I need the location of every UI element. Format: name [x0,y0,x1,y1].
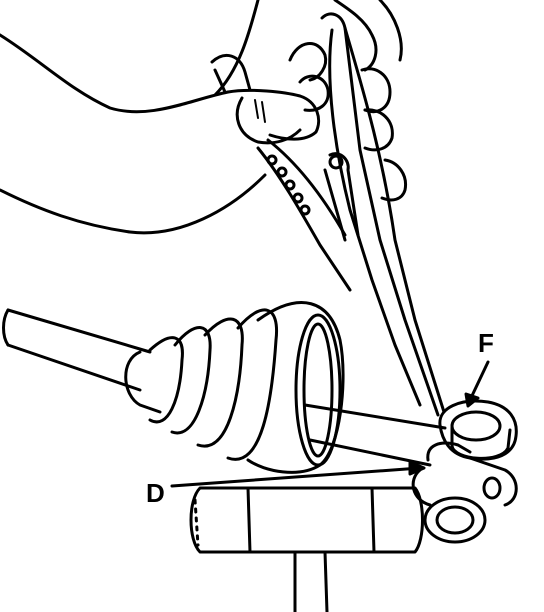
callout-d-leader [170,466,422,488]
callout-label-f: F [478,328,494,358]
cv-boot [124,301,345,474]
callout-leaders [170,360,490,488]
joint-assembly [411,399,518,544]
callout-f-arrowhead [464,392,480,408]
callout-d-arrowhead [408,460,426,476]
axle-shaft [2,308,152,392]
separator-tool [256,12,446,417]
hands [0,0,408,235]
callout-label-d: D [146,478,165,508]
support-block [189,486,424,612]
callout-f-leader [468,360,490,402]
